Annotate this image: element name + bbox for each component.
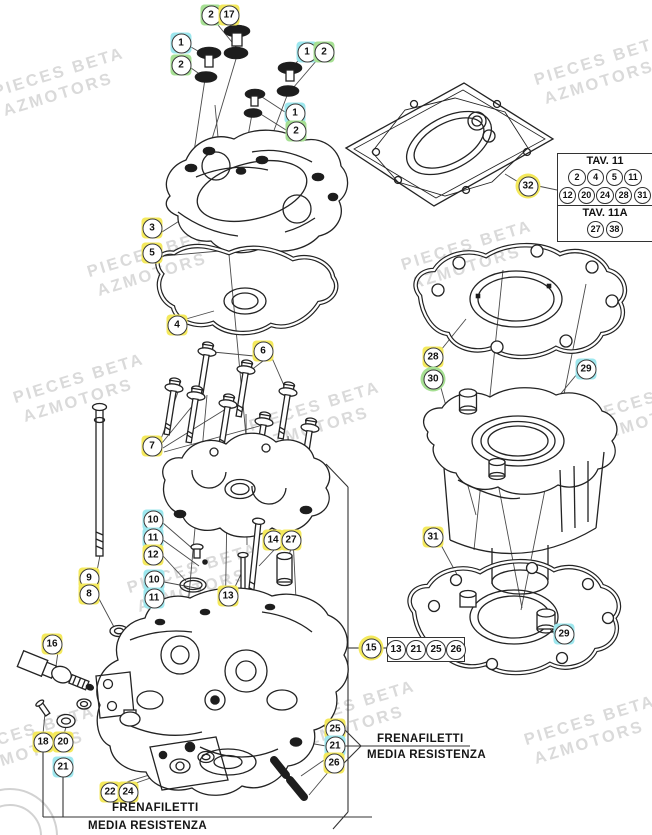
callout-15: 15: [358, 635, 384, 661]
callout-1: 1: [170, 32, 192, 54]
callout-1: 1: [284, 102, 306, 124]
cylinder-head-gasket: [413, 242, 628, 360]
temp-sensor: [16, 649, 95, 691]
ref-circle-4: 4: [586, 168, 605, 186]
tav-title-2: TAV. 11A: [582, 207, 628, 219]
note-right-line2: MEDIA RESISTENZA: [367, 749, 487, 761]
callout-6: 6: [252, 340, 274, 362]
rocker-bridge: [162, 432, 331, 538]
callout-14: 14: [262, 529, 284, 551]
valve-cover: [165, 129, 349, 254]
callout-29: 29: [575, 358, 597, 380]
callout-7: 7: [141, 435, 163, 457]
ref-circle-21: 21: [406, 639, 426, 660]
callout-28: 28: [422, 346, 444, 368]
head-gasket-sheet: [344, 82, 555, 207]
callout-2: 2: [285, 120, 307, 142]
callout-11: 11: [143, 587, 165, 609]
ref-circle-24: 24: [596, 186, 614, 204]
callout-5: 5: [141, 242, 163, 264]
callout-10: 10: [142, 509, 164, 531]
callout-32: 32: [515, 173, 541, 199]
head-studs: [91, 402, 129, 638]
callout-4: 4: [166, 314, 188, 336]
callout-27: 27: [280, 529, 302, 551]
callout-1: 1: [296, 41, 318, 63]
callout-21: 21: [52, 756, 74, 778]
callout-30: 30: [420, 366, 446, 392]
callout-16: 16: [41, 633, 63, 655]
callout-13: 13: [217, 585, 239, 607]
note-left-line1: FRENAFILETTI: [112, 802, 199, 814]
callout-2: 2: [313, 41, 335, 63]
ref-circle-38: 38: [605, 220, 624, 238]
oil-jet-parts: [270, 737, 308, 801]
dowel-bushings: [458, 388, 556, 634]
ref-circle-13: 13: [386, 639, 406, 660]
ref-circle-20: 20: [577, 186, 596, 204]
ref-circle-25: 25: [426, 639, 446, 660]
ref-circle-11: 11: [624, 168, 642, 186]
valve-cover-gasket: [155, 243, 339, 336]
ref-circle-26: 26: [446, 639, 466, 660]
ref-circle-31: 31: [633, 186, 652, 204]
ref-circle-28: 28: [614, 186, 633, 204]
callout-8: 8: [78, 583, 100, 605]
callout-24: 24: [117, 781, 139, 803]
cover-bolts: [194, 24, 303, 118]
callout-20: 20: [52, 731, 74, 753]
note-right-line1: FRENAFILETTI: [377, 733, 464, 745]
ref-circle-27: 27: [586, 220, 605, 238]
ref-circle-5: 5: [605, 168, 624, 186]
note-left-line2: MEDIA RESISTENZA: [88, 820, 208, 832]
callout-9: 9: [78, 567, 100, 589]
small-parts-left: [35, 698, 229, 791]
callout-31: 31: [422, 526, 444, 548]
callout-10: 10: [143, 569, 165, 591]
callout-2: 2: [170, 54, 192, 76]
callout-26: 26: [323, 752, 345, 774]
callout-29: 29: [553, 623, 575, 645]
ref-circle-2: 2: [568, 168, 586, 186]
callout-3: 3: [141, 217, 163, 239]
tav-title: TAV. 11: [586, 155, 624, 167]
ref-circle-12: 12: [558, 186, 577, 204]
cylinder-head: [95, 587, 349, 796]
divider: [557, 205, 652, 206]
bracket-lines: [42, 463, 470, 830]
cylinder: [423, 387, 618, 595]
callout-17: 17: [218, 4, 240, 26]
callout-18: 18: [32, 731, 54, 753]
callout-12: 12: [142, 544, 164, 566]
